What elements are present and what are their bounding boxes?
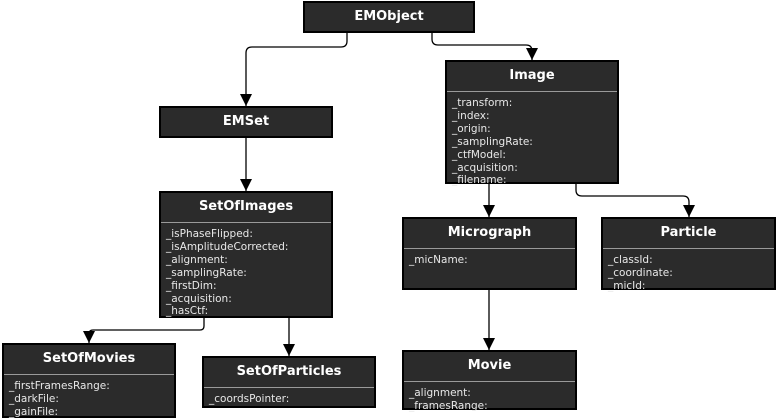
class-name: SetOfMovies (4, 345, 174, 375)
attribute: _classId: (608, 254, 653, 266)
attribute: _origin: (452, 122, 491, 135)
class-box-setofimages: SetOfImages _isPhaseFlipped: _isAmplitud… (159, 191, 333, 318)
attribute: _darkFile: (9, 392, 59, 405)
class-box-setofparticles: SetOfParticles _coordsPointer: (202, 356, 376, 408)
attribute: _alignment: (409, 387, 471, 399)
class-name: Movie (404, 352, 575, 382)
connector-image-to-particle (575, 184, 695, 217)
attribute: _framesRange: (409, 399, 488, 412)
attribute-list: _alignment: _framesRange: (404, 382, 575, 413)
class-name: Micrograph (404, 219, 575, 249)
attribute: _gainFile: (9, 405, 59, 418)
class-name: EMObject (354, 9, 424, 24)
connector-emobject-to-emset (240, 33, 348, 106)
attribute: _acquisition: (166, 292, 232, 305)
attribute: _micId: (608, 279, 646, 292)
attribute: _firstDim: (166, 279, 217, 292)
attribute: _samplingRate: (166, 266, 247, 279)
connector-setofimages-to-setofmovies (83, 318, 205, 343)
attribute: _ctfModel: (452, 148, 506, 161)
attribute: _index: (452, 109, 490, 122)
attribute: _coordinate: (608, 266, 673, 279)
attribute: _isAmplitudeCorrected: (166, 240, 289, 253)
attribute-list: _isPhaseFlipped: _isAmplitudeCorrected: … (161, 223, 331, 318)
class-name: EMSet (222, 114, 270, 129)
connector-emobject-to-image (431, 33, 538, 60)
attribute-list: _micName: (404, 249, 575, 267)
class-box-image: Image _transform: _index: _origin: _samp… (445, 60, 619, 187)
class-box-emset: EMSet (159, 106, 333, 138)
class-box-movie: Movie _alignment: _framesRange: (402, 350, 577, 413)
attribute: _transform: (452, 97, 513, 109)
attribute-list: _coordsPointer: (204, 388, 374, 406)
attribute-list: _classId: _coordinate: _micId: (603, 249, 774, 293)
attribute: _filename: (452, 174, 507, 187)
attribute: _acquisition: (452, 161, 518, 174)
attribute: _hasCtf: (166, 305, 209, 318)
attribute: _alignment: (166, 253, 228, 266)
class-name: Particle (603, 219, 774, 249)
attribute: _firstFramesRange: (9, 380, 110, 392)
attribute-list: _firstFramesRange: _darkFile: _gainFile: (4, 375, 174, 419)
attribute: _micName: (409, 254, 468, 266)
attribute: _coordsPointer: (209, 393, 290, 405)
class-name: SetOfParticles (204, 358, 374, 388)
class-box-particle: Particle _classId: _coordinate: _micId: (601, 217, 776, 293)
class-name: Image (447, 62, 617, 92)
class-name: SetOfImages (161, 193, 331, 223)
class-box-setofmovies: SetOfMovies _firstFramesRange: _darkFile… (2, 343, 176, 418)
class-box-micrograph: Micrograph _micName: (402, 217, 577, 290)
class-box-emobject: EMObject (303, 1, 475, 33)
attribute-list: _transform: _index: _origin: _samplingRa… (447, 92, 617, 187)
attribute: _samplingRate: (452, 135, 533, 148)
attribute: _isPhaseFlipped: (166, 228, 253, 240)
